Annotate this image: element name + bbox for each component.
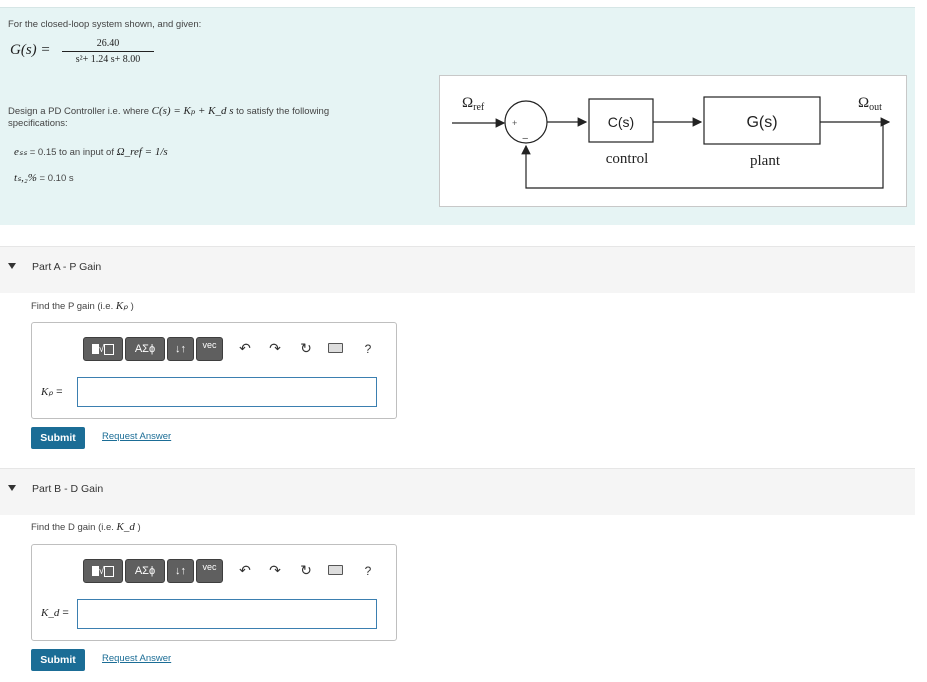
- plus-sign: +: [512, 118, 517, 128]
- plant-label: G(s): [746, 114, 777, 131]
- up-down-arrows-icon[interactable]: ↓↑: [167, 337, 194, 361]
- block-diagram: + − C(s) control G(s) plant Ωref Ωout: [439, 75, 907, 207]
- vector-button[interactable]: vec: [196, 559, 223, 583]
- plant-block: [703, 96, 821, 145]
- problem-intro: For the closed-loop system shown, and gi…: [8, 19, 202, 30]
- part-a-submit-button[interactable]: Submit: [31, 427, 85, 449]
- keyboard-icon[interactable]: [328, 565, 346, 575]
- part-a-prompt: Find the P gain (i.e. Kₚ ): [31, 299, 134, 312]
- undo-icon[interactable]: ↶: [239, 340, 251, 356]
- part-a-request-answer-link[interactable]: Request Answer: [102, 431, 172, 442]
- kp-symbol: Kₚ: [41, 386, 54, 398]
- minus-sign: −: [522, 133, 528, 145]
- part-a-prompt-symbol: Kₚ: [115, 300, 128, 312]
- up-down-arrows-icon[interactable]: ↓↑: [167, 559, 194, 583]
- part-b-prompt-symbol: K_d: [116, 521, 135, 533]
- help-button[interactable]: ?: [364, 564, 372, 578]
- kd-label: K_d =: [41, 607, 69, 619]
- part-a-answer-box: √ ΑΣϕ ↓↑ vec ↶ ↷ ↻ ? Kₚ =: [31, 322, 397, 419]
- spec2-symbol: tₛ,₂%: [14, 172, 37, 184]
- spec1-math: Ω_ref = 1/s: [116, 146, 168, 158]
- greek-symbols-button[interactable]: ΑΣϕ: [125, 337, 165, 361]
- part-b-submit-button[interactable]: Submit: [31, 649, 85, 671]
- kp-label: Kₚ =: [41, 385, 63, 398]
- transfer-function-label: G(s) =: [10, 42, 51, 58]
- controller-equation: C(s) = Kₚ + K_d s: [151, 105, 234, 117]
- part-b-title: Part B - D Gain: [32, 483, 104, 495]
- greek-symbols-button[interactable]: ΑΣϕ: [125, 559, 165, 583]
- transfer-function-numerator: 26.40: [62, 38, 154, 52]
- spec2-text: = 0.10 s: [39, 173, 74, 184]
- collapse-triangle-icon[interactable]: [8, 485, 16, 491]
- design-instructions: Design a PD Controller i.e. where C(s) =…: [8, 105, 378, 130]
- input-label: Ωref: [462, 95, 485, 113]
- kd-equals: =: [62, 607, 69, 619]
- kp-input[interactable]: [77, 377, 377, 407]
- part-b-request-answer-link[interactable]: Request Answer: [102, 653, 172, 664]
- spec1-text: = 0.15 to an input of: [29, 147, 114, 158]
- spec-steady-state-error: eₛₛ = 0.15 to an input of Ω_ref = 1/s: [14, 145, 168, 158]
- part-b-answer-box: √ ΑΣϕ ↓↑ vec ↶ ↷ ↻ ? K_d =: [31, 544, 397, 641]
- part-b-header[interactable]: Part B - D Gain: [0, 468, 915, 515]
- plant-caption: plant: [750, 153, 781, 169]
- redo-icon[interactable]: ↷: [269, 340, 281, 356]
- help-button[interactable]: ?: [364, 342, 372, 356]
- part-b-prompt-prefix: Find the D gain (i.e.: [31, 522, 114, 533]
- spec-settling-time: tₛ,₂% = 0.10 s: [14, 171, 74, 184]
- part-a-prompt-suffix: ): [130, 301, 134, 312]
- spec1-symbol: eₛₛ: [14, 146, 28, 158]
- part-a-prompt-prefix: Find the P gain (i.e.: [31, 301, 114, 312]
- kd-symbol: K_d: [41, 607, 60, 619]
- problem-statement: For the closed-loop system shown, and gi…: [0, 7, 915, 225]
- transfer-function-denominator: s²+ 1.24 s+ 8.00: [75, 54, 141, 65]
- transfer-function-fraction: 26.40 s²+ 1.24 s+ 8.00: [62, 38, 154, 65]
- controller-label: C(s): [608, 114, 634, 130]
- collapse-triangle-icon[interactable]: [8, 263, 16, 269]
- vector-button[interactable]: vec: [196, 337, 223, 361]
- part-b-prompt-suffix: ): [137, 522, 141, 533]
- keyboard-icon[interactable]: [328, 343, 346, 353]
- kd-input[interactable]: [77, 599, 377, 629]
- controller-block: [588, 98, 654, 143]
- undo-icon[interactable]: ↶: [239, 562, 251, 578]
- redo-icon[interactable]: ↷: [269, 562, 281, 578]
- part-a-header[interactable]: Part A - P Gain: [0, 246, 915, 293]
- output-label: Ωout: [858, 95, 882, 113]
- design-suffix: to satisfy the following specifications:: [8, 106, 330, 129]
- feedback-path: [521, 122, 884, 189]
- part-b-prompt: Find the D gain (i.e. K_d ): [31, 521, 141, 533]
- part-a-title: Part A - P Gain: [32, 261, 102, 273]
- design-prefix: Design a PD Controller i.e. where: [8, 106, 149, 117]
- template-radical-icon[interactable]: √: [83, 559, 123, 583]
- reset-icon[interactable]: ↻: [300, 562, 312, 578]
- kp-equals: =: [56, 386, 63, 398]
- controller-caption: control: [606, 151, 649, 167]
- template-radical-icon[interactable]: √: [83, 337, 123, 361]
- reset-icon[interactable]: ↻: [300, 340, 312, 356]
